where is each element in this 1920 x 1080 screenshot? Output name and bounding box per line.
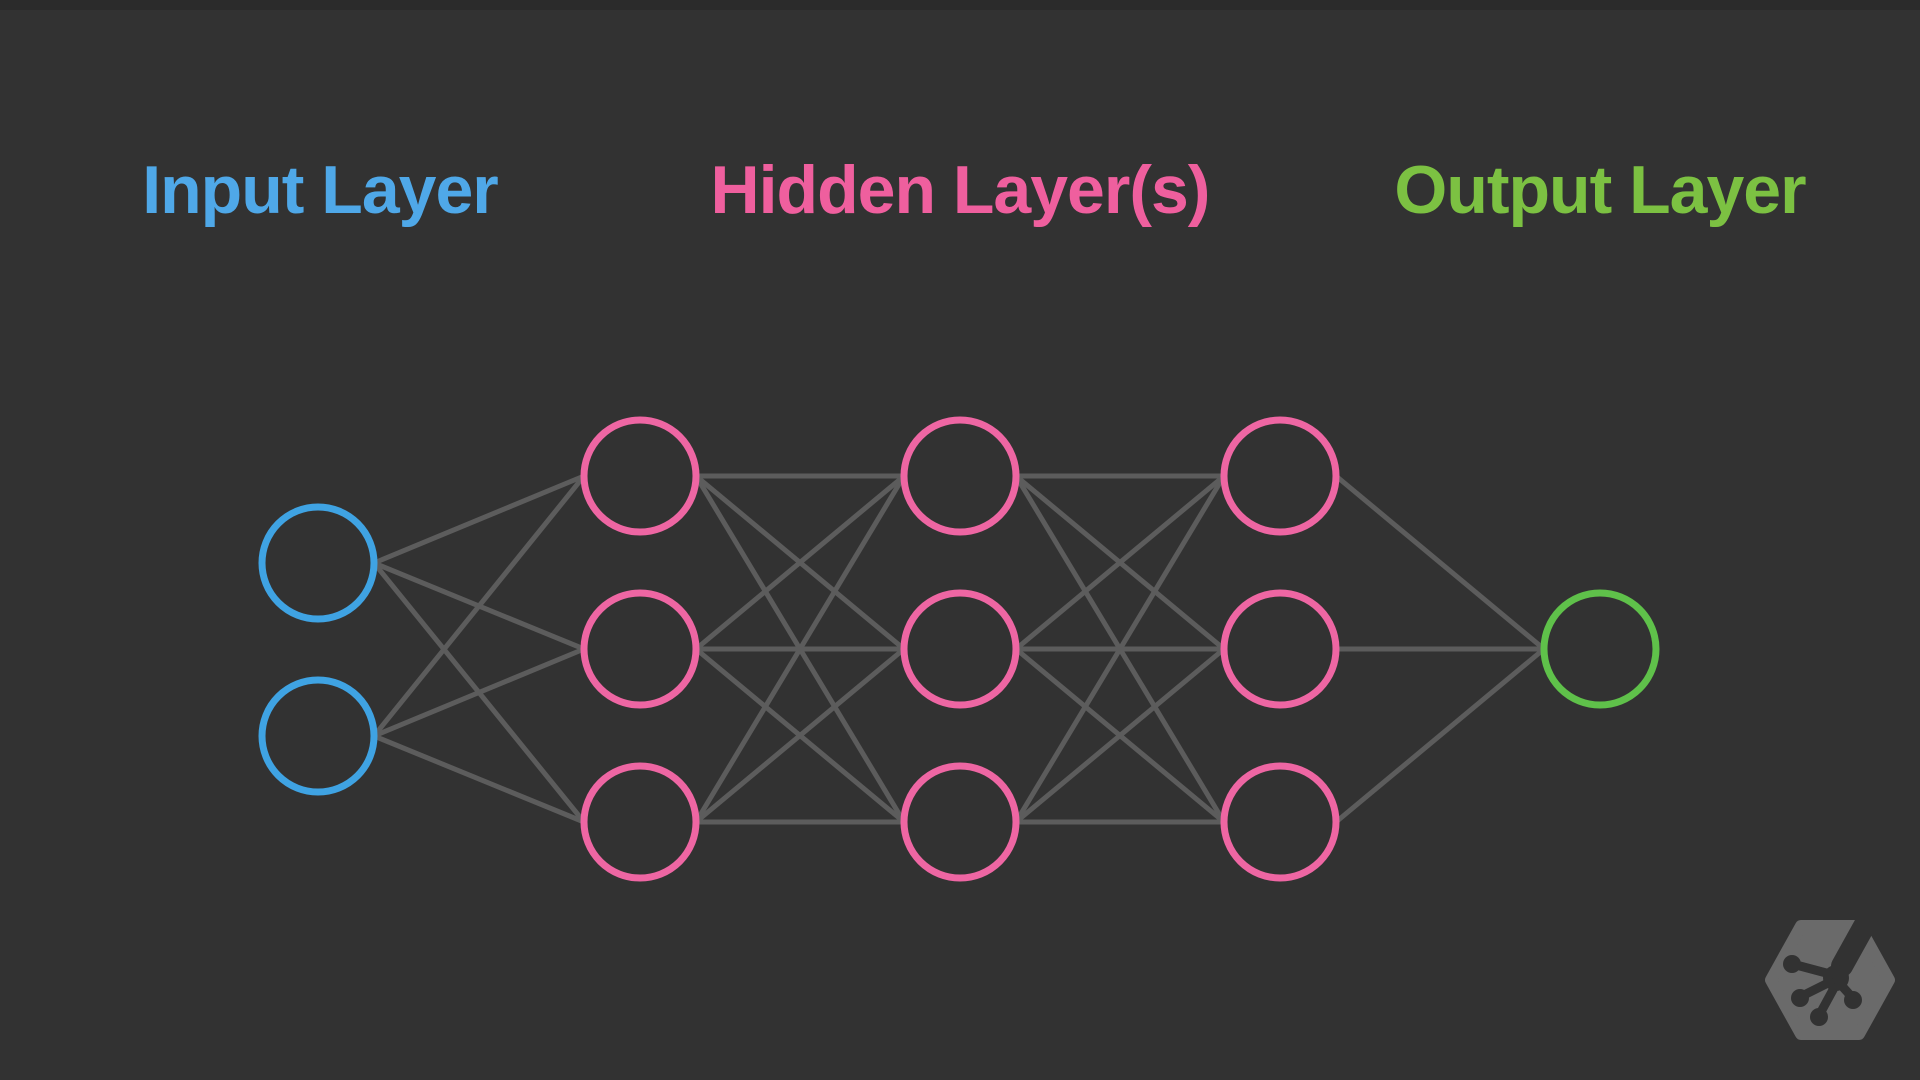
edge-line-input-to-hidden-1: [371, 733, 587, 825]
logo-foot-leg: [1831, 901, 1883, 977]
hidden-layer-label: Hidden Layer(s): [711, 152, 1210, 228]
edge-line-hidden-2-to-hidden-3: [1013, 646, 1227, 825]
edge-line-hidden-1-to-hidden-2: [693, 473, 907, 652]
edge-line-hidden-2-to-hidden-3: [1013, 473, 1227, 825]
logo-toe-tip: [1791, 989, 1809, 1007]
input-node: [258, 676, 378, 796]
output-node: [1540, 589, 1660, 709]
logo-toe-tip: [1844, 991, 1862, 1009]
network-nodes: [258, 416, 1660, 882]
hidden-node: [900, 589, 1020, 709]
logo-toe: [1801, 977, 1835, 999]
logo-toe-tip: [1810, 1008, 1828, 1026]
edge-line-hidden-3-to-output: [1333, 473, 1547, 652]
edge-line-hidden-1-to-hidden-2: [693, 473, 907, 825]
logo-toe-tip: [1783, 955, 1801, 973]
edge-line-input-to-hidden-1: [371, 646, 587, 739]
edge-line-hidden-1-to-hidden-2: [693, 646, 907, 825]
hidden-node: [1220, 762, 1340, 882]
logo-toe: [1795, 961, 1835, 979]
hidden-node: [580, 589, 700, 709]
edge-line-input-to-hidden-1: [371, 473, 587, 739]
logo-frog-foot: [1783, 901, 1883, 1026]
edge-line-hidden-2-to-hidden-3: [1013, 473, 1227, 652]
top-edge-shade: [0, 0, 1920, 10]
connection-lines: [371, 473, 1547, 825]
input-node: [258, 503, 378, 623]
frog-foot-hexagon-logo: [1765, 901, 1895, 1040]
logo-toe: [1817, 983, 1839, 1015]
edge-line-hidden-3-to-output: [1333, 646, 1547, 825]
output-layer-label: Output Layer: [1394, 152, 1806, 228]
hidden-node: [1220, 589, 1340, 709]
hidden-node: [900, 762, 1020, 882]
hidden-node: [580, 416, 700, 536]
hidden-node: [580, 762, 700, 882]
input-layer-label: Input Layer: [142, 152, 498, 228]
edge-line-input-to-hidden-1: [371, 473, 587, 566]
hidden-node: [900, 416, 1020, 536]
hidden-node: [1220, 416, 1340, 536]
